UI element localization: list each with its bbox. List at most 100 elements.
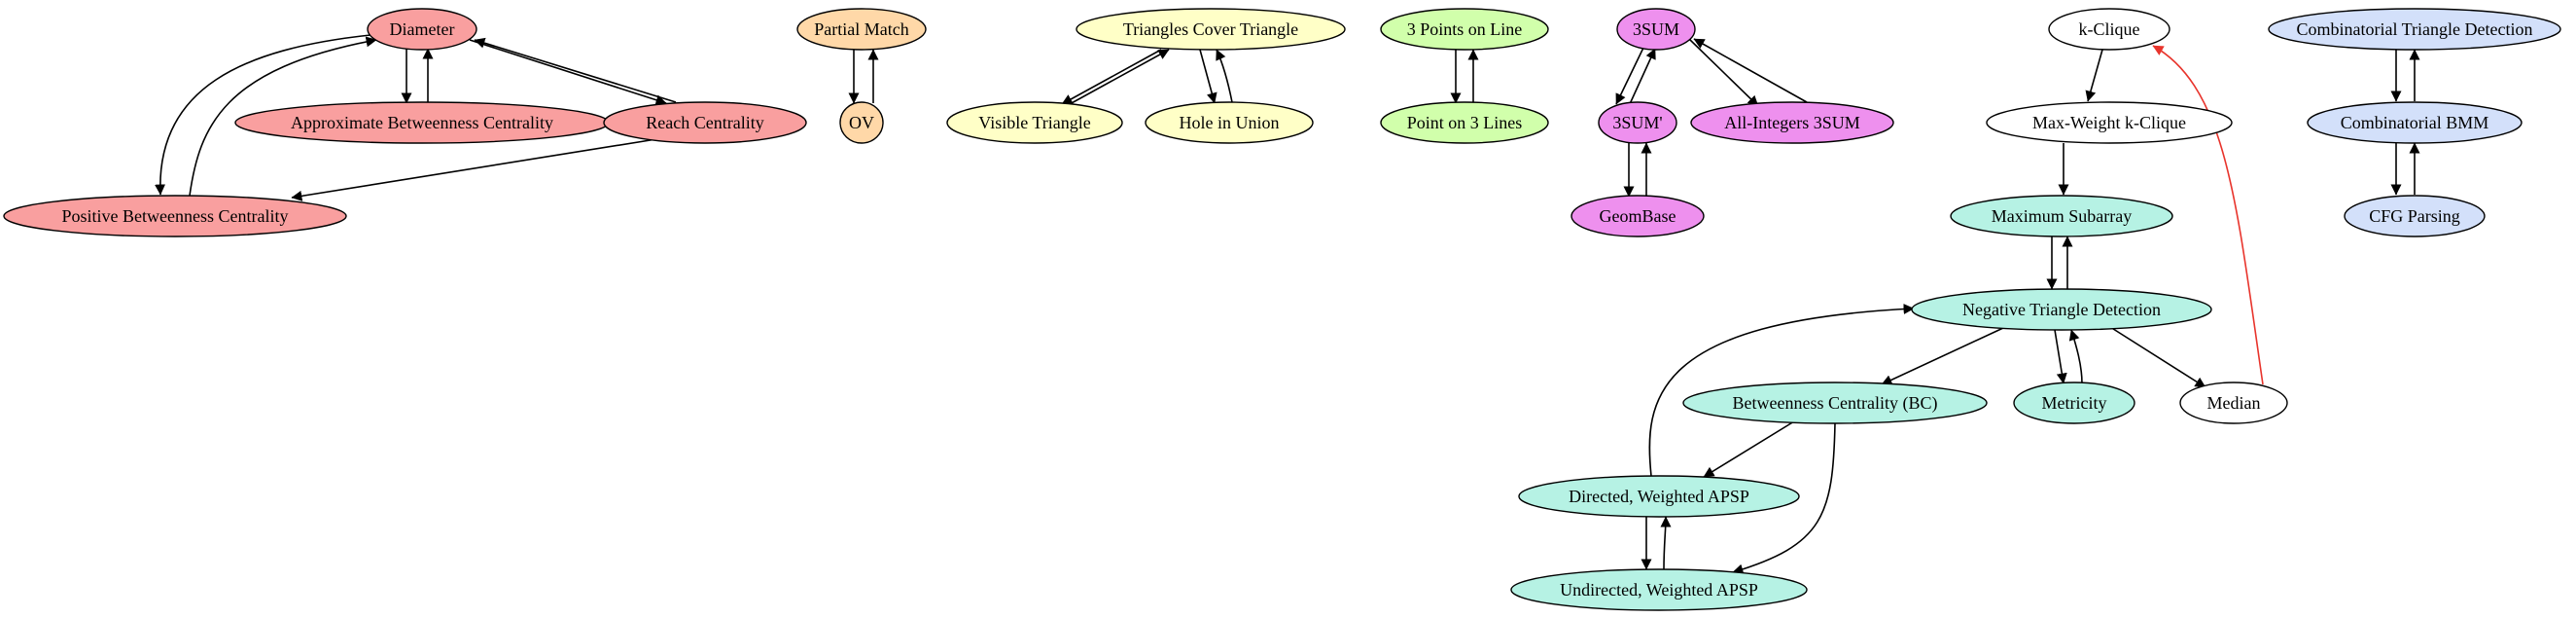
node-hole: Hole in Union — [1145, 101, 1314, 144]
node-ellipse — [2179, 382, 2288, 424]
edge-median-to-kclique — [2152, 45, 2264, 385]
node-ellipse — [367, 8, 477, 51]
edge-line — [155, 34, 371, 196]
node-label: 3SUM' — [1612, 113, 1662, 132]
edge-visible-to-tri-cover — [1069, 49, 1170, 105]
node-label: Combinatorial BMM — [2341, 113, 2489, 132]
edge-line — [1061, 49, 1162, 105]
node-label: 3 Points on Line — [1407, 19, 1523, 39]
node-ellipse — [2048, 8, 2170, 51]
edge-metricity-to-negtri — [2068, 329, 2083, 384]
node-label: Triangles Cover Triangle — [1123, 19, 1298, 39]
edge-dwapsp-to-negtri — [1648, 304, 1915, 477]
node-ellipse — [1682, 382, 1988, 424]
node-label: Hole in Union — [1180, 113, 1280, 132]
edge-line — [2085, 49, 2103, 102]
node-ellipse — [603, 101, 807, 144]
node-bc: Betweenness Centrality (BC) — [1682, 382, 1988, 424]
edge-negtri-to-metricity — [2054, 329, 2067, 384]
node-label: Directed, Weighted APSP — [1569, 487, 1749, 506]
node-label: Approximate Betweenness Centrality — [291, 113, 553, 132]
node-pos-bc: Positive Betweenness Centrality — [3, 195, 347, 237]
node-ellipse — [796, 8, 927, 51]
edge-sum3p-to-sum3 — [1628, 48, 1656, 107]
node-ellipse — [1145, 101, 1314, 144]
node-allint: All-Integers 3SUM — [1690, 101, 1894, 144]
edge-diameter-to-pos-bc — [155, 34, 371, 196]
node-ellipse — [1076, 8, 1346, 51]
edge-line — [469, 39, 667, 106]
node-sum3p: 3SUM' — [1598, 101, 1677, 144]
edge-tri-cover-to-visible — [1061, 49, 1162, 105]
node-negtri: Negative Triangle Detection — [1911, 288, 2212, 331]
node-label: Visible Triangle — [978, 113, 1090, 132]
node-label: Median — [2207, 393, 2261, 413]
node-metricity: Metricity — [2013, 382, 2135, 424]
node-ellipse — [1518, 475, 1800, 518]
node-cfg: CFG Parsing — [2344, 195, 2486, 237]
edge-line — [2109, 326, 2206, 388]
node-label: GeomBase — [1600, 206, 1676, 226]
edge-negtri-to-bc — [1881, 327, 2004, 385]
node-ellipse — [1598, 101, 1677, 144]
node-geombase: GeomBase — [1570, 195, 1705, 237]
edge-line — [1732, 422, 1836, 575]
edge-line — [1628, 48, 1656, 107]
node-reach: Reach Centrality — [603, 101, 807, 144]
edge-kclique-to-mwkclique — [2085, 49, 2103, 102]
edge-line — [1199, 49, 1217, 104]
node-ellipse — [1950, 195, 2173, 237]
node-ellipse — [1911, 288, 2212, 331]
node-sum3: 3SUM — [1616, 8, 1696, 51]
node-label: Positive Betweenness Centrality — [62, 206, 289, 226]
node-dwapsp: Directed, Weighted APSP — [1518, 475, 1800, 518]
node-ellipse — [1510, 568, 1808, 611]
node-label: Negative Triangle Detection — [1962, 300, 2161, 319]
node-uwapsp: Undirected, Weighted APSP — [1510, 568, 1808, 611]
edge-sum3-to-allint — [1688, 38, 1759, 107]
edge-line — [1688, 38, 1759, 107]
edge-bc-to-dwapsp — [1703, 420, 1795, 478]
edge-negtri-to-median — [2109, 326, 2206, 388]
edge-line — [1660, 516, 1672, 570]
edge-bc-to-uwapsp — [1732, 422, 1836, 575]
edge-line — [2054, 329, 2067, 384]
node-ellipse — [3, 195, 347, 237]
edge-pos-bc-to-diameter — [189, 36, 377, 197]
edge-line — [2152, 45, 2264, 385]
node-median: Median — [2179, 382, 2288, 424]
node-label: Reach Centrality — [646, 113, 763, 132]
node-partial: Partial Match — [796, 8, 927, 51]
edge-tri-cover-to-hole — [1199, 49, 1217, 104]
node-label: All-Integers 3SUM — [1724, 113, 1859, 132]
node-ellipse — [1616, 8, 1696, 51]
edge-line — [189, 36, 377, 197]
node-mwkclique: Max-Weight k-Clique — [1986, 101, 2233, 144]
node-label: Metricity — [2042, 393, 2107, 413]
node-combbmm: Combinatorial BMM — [2307, 101, 2523, 144]
edge-line — [474, 37, 677, 103]
node-ellipse — [1570, 195, 1705, 237]
node-ellipse — [1690, 101, 1894, 144]
node-label: 3SUM — [1633, 19, 1679, 39]
node-label: Max-Weight k-Clique — [2032, 113, 2186, 132]
node-diameter: Diameter — [367, 8, 477, 51]
node-label: Maximum Subarray — [1992, 206, 2132, 226]
node-approx-bc: Approximate Betweenness Centrality — [234, 101, 610, 144]
node-ellipse — [2268, 8, 2561, 51]
node-ellipse — [2344, 195, 2486, 237]
node-kclique: k-Clique — [2048, 8, 2170, 51]
edge-sum3-to-sum3p — [1615, 47, 1644, 105]
node-label: Point on 3 Lines — [1407, 113, 1523, 132]
edge-line — [1703, 420, 1795, 478]
node-ellipse — [2307, 101, 2523, 144]
edge-reach-to-pos-bc — [291, 138, 657, 201]
node-label: Combinatorial Triangle Detection — [2297, 19, 2533, 39]
node-ov: OV — [839, 101, 884, 144]
edge-reach-to-diameter — [474, 37, 677, 103]
edge-allint-to-sum3 — [1693, 38, 1808, 103]
node-label: k-Clique — [2079, 19, 2140, 39]
edge-line — [1615, 47, 1644, 105]
